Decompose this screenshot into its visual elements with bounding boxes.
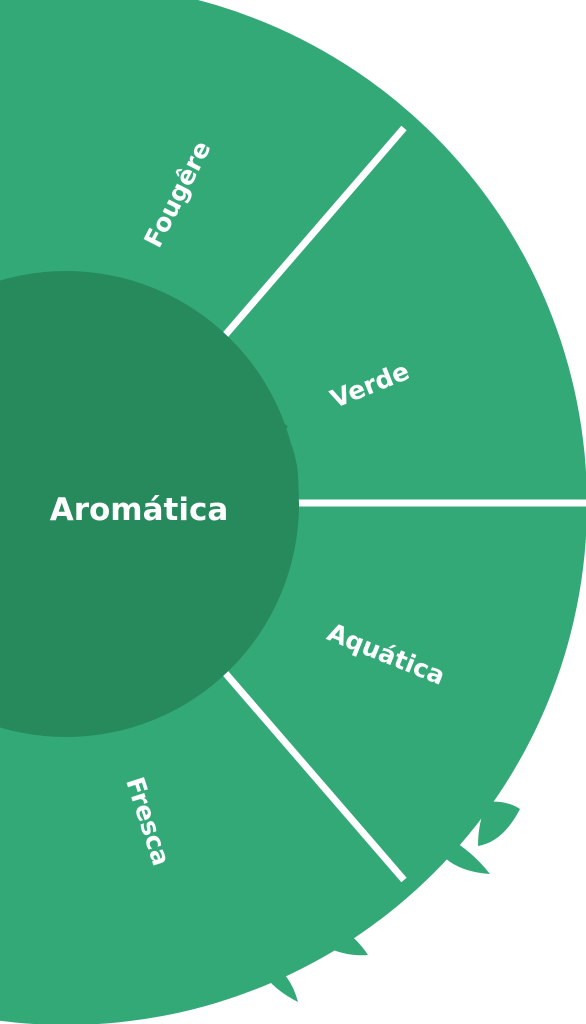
leaf-decoration <box>145 315 188 362</box>
leaf-decoration <box>445 838 490 874</box>
segment-dividers <box>211 125 586 883</box>
leaf-decoration <box>478 801 520 846</box>
center-hub: Aromática <box>0 271 299 737</box>
center-disc <box>0 271 299 737</box>
leaf-decoration <box>242 446 299 494</box>
divider-aquatica-fresca <box>211 657 407 883</box>
leaf-decoration <box>86 292 120 324</box>
center-label: Aromática <box>50 492 229 528</box>
leaf-decoration <box>322 920 368 956</box>
leaf-decoration <box>256 421 288 446</box>
leaf-decoration <box>262 962 298 1002</box>
divider-fougere-verde <box>211 125 407 351</box>
